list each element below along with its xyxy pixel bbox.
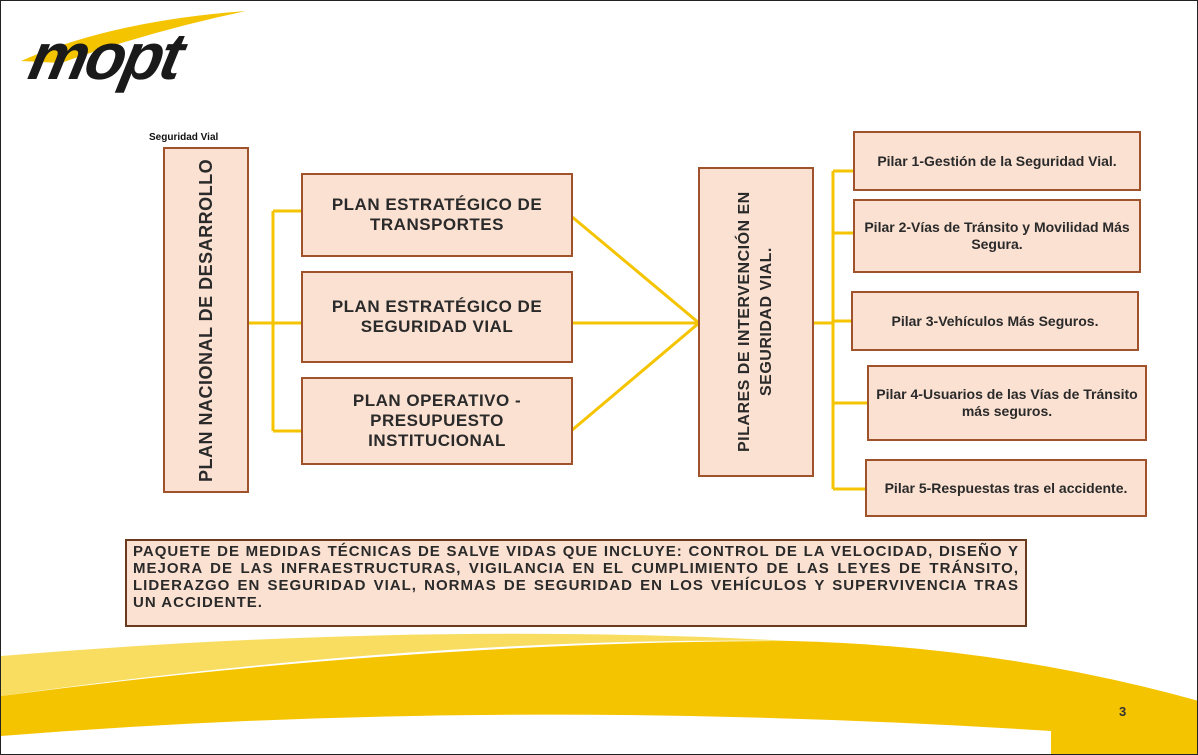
plan-operativo-box: PLAN OPERATIVO - PRESUPUESTO INSTITUCION… [301,377,573,465]
page-number: 3 [1119,704,1127,719]
pilares-intervencion-box: PILARES DE INTERVENCIÓN EN SEGURIDAD VIA… [698,167,814,477]
medidas-tecnicas-box: PAQUETE DE MEDIDAS TÉCNICAS DE SALVE VID… [125,539,1027,627]
logo-subtitle: Seguridad Vial [149,132,219,143]
footer-swoosh [1,633,1197,754]
pilar-3-box: Pilar 3-Vehículos Más Seguros. [851,291,1139,351]
connector-lines [248,169,867,491]
pilar-1-box: Pilar 1-Gestión de la Seguridad Vial. [853,131,1141,191]
plan-seguridad-vial-box: PLAN ESTRATÉGICO DE SEGURIDAD VIAL [301,271,573,363]
pilar-5-box: Pilar 5-Respuestas tras el accidente. [865,459,1147,517]
plan-nacional-box: PLAN NACIONAL DE DESARROLLO [163,147,249,493]
pilar-2-box: Pilar 2-Vías de Tránsito y Movilidad Más… [853,199,1141,273]
pilar-4-box: Pilar 4-Usuarios de las Vías de Tránsito… [867,365,1147,441]
plan-transportes-box: PLAN ESTRATÉGICO DE TRANSPORTES [301,173,573,257]
logo-swoosh [21,11,246,63]
